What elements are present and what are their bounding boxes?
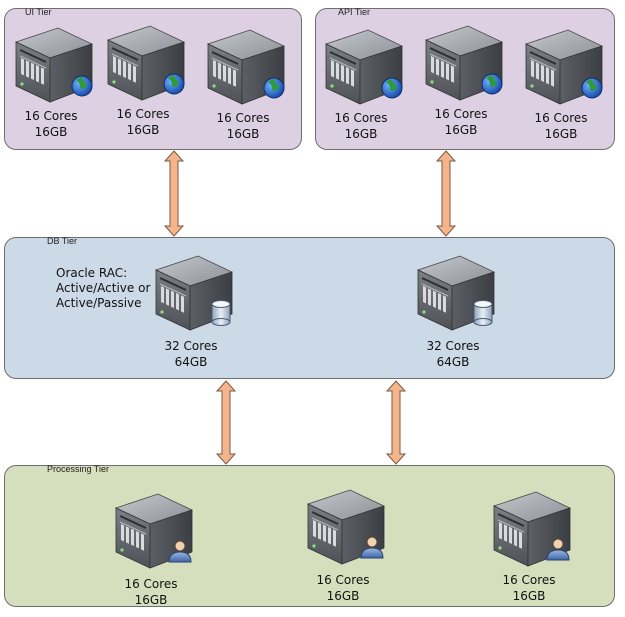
processing-server-1 — [106, 490, 196, 570]
ui-server-3-spec: 16 Cores 16GB — [198, 110, 288, 142]
db-note-line: Active/Passive — [56, 296, 142, 310]
db-tier-panel: DB Tier — [4, 236, 615, 379]
globe-icon — [481, 73, 503, 95]
ui-server-3 — [198, 26, 288, 106]
api-server-3 — [516, 26, 606, 106]
db-note-line: Active/Active or — [56, 281, 151, 295]
globe-icon — [263, 77, 285, 99]
api-server-2-spec: 16 Cores 16GB — [416, 106, 506, 138]
database-icon — [473, 300, 493, 326]
ui-server-1-spec: 16 Cores 16GB — [6, 108, 96, 140]
cores-label: 16 Cores — [24, 109, 78, 123]
processing-server-2 — [298, 486, 388, 566]
memory-label: 16GB — [226, 127, 260, 141]
cores-label: 16 Cores — [534, 111, 588, 125]
processing-server-2-spec: 16 Cores 16GB — [298, 572, 388, 604]
processing-server-3-spec: 16 Cores 16GB — [484, 572, 574, 604]
memory-label: 16GB — [512, 589, 546, 603]
api-server-3-spec: 16 Cores 16GB — [516, 110, 606, 142]
cores-label: 16 Cores — [124, 577, 178, 591]
globe-icon — [381, 77, 403, 99]
db-server-2 — [408, 252, 498, 332]
processing-server-1-spec: 16 Cores 16GB — [106, 576, 196, 608]
ui-server-2 — [98, 22, 188, 102]
cores-label: 16 Cores — [316, 573, 370, 587]
api-server-2 — [416, 22, 506, 102]
memory-label: 16GB — [544, 127, 578, 141]
cores-label: 16 Cores — [434, 107, 488, 121]
db-server-2-spec: 32 Cores 64GB — [408, 338, 498, 370]
db-server-1-spec: 32 Cores 64GB — [146, 338, 236, 370]
memory-label: 16GB — [34, 125, 68, 139]
processing-tier-label: Processing Tier — [47, 464, 110, 474]
cores-label: 16 Cores — [216, 111, 270, 125]
db-note-line: Oracle RAC: — [56, 266, 128, 280]
memory-label: 64GB — [174, 355, 208, 369]
arrow-api-db — [435, 150, 457, 237]
api-server-1-spec: 16 Cores 16GB — [316, 110, 406, 142]
cores-label: 32 Cores — [164, 339, 218, 353]
db-server-1 — [146, 252, 236, 332]
memory-label: 16GB — [326, 589, 360, 603]
api-server-1 — [316, 26, 406, 106]
db-tier-label: DB Tier — [47, 236, 78, 246]
ui-server-2-spec: 16 Cores 16GB — [98, 106, 188, 138]
db-tier-note: Oracle RAC: Active/Active or Active/Pass… — [56, 266, 150, 311]
globe-icon — [581, 77, 603, 99]
ui-tier-label: UI Tier — [25, 7, 52, 17]
arrow-db-processing-left — [215, 380, 237, 465]
memory-label: 16GB — [134, 593, 168, 607]
globe-icon — [71, 75, 93, 97]
memory-label: 16GB — [126, 123, 160, 137]
arrow-db-processing-right — [385, 380, 407, 465]
database-icon — [211, 300, 231, 326]
user-icon — [168, 540, 192, 563]
cores-label: 16 Cores — [502, 573, 556, 587]
globe-icon — [163, 73, 185, 95]
user-icon — [360, 536, 384, 559]
cores-label: 16 Cores — [334, 111, 388, 125]
user-icon — [546, 538, 570, 561]
ui-server-1 — [6, 24, 96, 104]
cores-label: 16 Cores — [116, 107, 170, 121]
processing-server-3 — [484, 488, 574, 568]
memory-label: 16GB — [344, 127, 378, 141]
cores-label: 32 Cores — [426, 339, 480, 353]
memory-label: 64GB — [436, 355, 470, 369]
arrow-ui-db — [163, 150, 185, 237]
memory-label: 16GB — [444, 123, 478, 137]
api-tier-label: API Tier — [338, 7, 371, 17]
